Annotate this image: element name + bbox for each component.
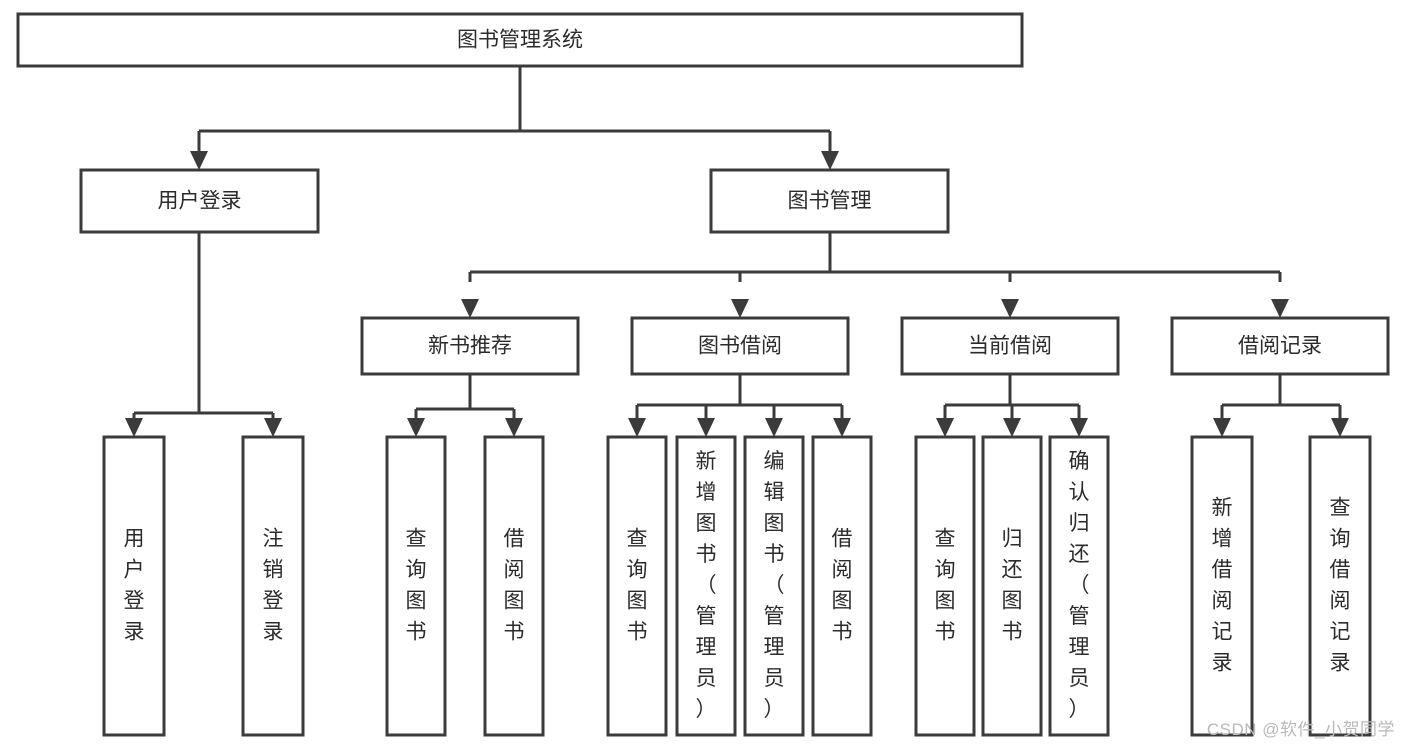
node-leaf-return-book[interactable]: 归还图书 <box>981 435 1043 737</box>
edge-userlogin-bus <box>132 232 275 419</box>
node-new-book-recommend[interactable]: 新书推荐 <box>360 316 580 376</box>
node-layer: 图书管理系统用户登录图书管理新书推荐图书借阅当前借阅借阅记录用户登录注销登录查询… <box>16 12 1390 737</box>
node-box-book-management[interactable] <box>709 168 950 234</box>
node-leaf-add-book-admin[interactable]: 新增图书（管理员） <box>675 435 737 737</box>
node-box-root[interactable] <box>16 12 1024 68</box>
node-box-leaf-query-book-recommend[interactable] <box>385 435 447 737</box>
node-label-leaf-query-book-recommend: 查询图书 <box>406 527 427 643</box>
node-label-leaf-edit-book-admin: 编辑图书（管理员） <box>764 450 785 721</box>
arrow-head-icon <box>1070 418 1088 437</box>
node-leaf-logout-login[interactable]: 注销登录 <box>241 435 305 737</box>
node-label-user-login: 用户登录 <box>158 190 242 213</box>
arrow-head-icon <box>125 418 143 437</box>
arrow-head-icon <box>505 418 523 437</box>
node-leaf-query-book-borrow[interactable]: 查询图书 <box>606 435 668 737</box>
edge-recommend-children <box>414 374 516 419</box>
node-label-leaf-query-borrow-record: 查询借阅记录 <box>1330 496 1351 674</box>
node-box-new-book-recommend[interactable] <box>360 316 580 376</box>
edge-current-children <box>943 374 1081 419</box>
node-label-leaf-add-borrow-record: 新增借阅记录 <box>1212 496 1233 674</box>
node-leaf-query-borrow-record[interactable]: 查询借阅记录 <box>1308 435 1372 737</box>
node-leaf-borrow-book-recommend[interactable]: 借阅图书 <box>483 435 545 737</box>
arrow-head-icon <box>1331 418 1349 437</box>
arrow-head-icon <box>1001 299 1019 318</box>
node-label-root: 图书管理系统 <box>457 29 583 52</box>
node-label-leaf-confirm-return-admin: 确认归还（管理员） <box>1069 450 1090 721</box>
node-leaf-user-login[interactable]: 用户登录 <box>102 435 166 737</box>
node-box-leaf-query-book-borrow[interactable] <box>606 435 668 737</box>
node-label-leaf-logout-login: 注销登录 <box>263 527 284 643</box>
edge-root-bus <box>197 66 832 152</box>
node-box-book-borrow[interactable] <box>630 316 850 376</box>
arrow-head-icon <box>936 418 954 437</box>
node-borrow-record[interactable]: 借阅记录 <box>1170 316 1390 376</box>
node-label-leaf-user-login: 用户登录 <box>124 527 145 643</box>
node-label-leaf-return-book: 归还图书 <box>1002 527 1023 643</box>
node-label-leaf-query-book-current: 查询图书 <box>935 527 956 643</box>
node-box-leaf-confirm-return-admin[interactable] <box>1048 435 1110 737</box>
node-book-borrow[interactable]: 图书借阅 <box>630 316 850 376</box>
node-user-login[interactable]: 用户登录 <box>79 168 320 234</box>
node-box-current-borrow[interactable] <box>900 316 1120 376</box>
node-label-leaf-borrow-book: 借阅图书 <box>832 527 853 643</box>
edge-borrow-children <box>635 374 844 419</box>
node-label-new-book-recommend: 新书推荐 <box>428 335 512 358</box>
arrow-head-icon <box>833 418 851 437</box>
node-leaf-confirm-return-admin[interactable]: 确认归还（管理员） <box>1048 435 1110 737</box>
edge-bookmgmt-bus <box>468 232 1282 282</box>
node-label-borrow-record: 借阅记录 <box>1238 335 1322 358</box>
edge-record-children <box>1220 374 1342 419</box>
node-box-leaf-add-borrow-record[interactable] <box>1190 435 1254 737</box>
node-box-leaf-add-book-admin[interactable] <box>675 435 737 737</box>
node-root[interactable]: 图书管理系统 <box>16 12 1024 68</box>
node-box-leaf-borrow-book[interactable] <box>811 435 873 737</box>
node-book-management[interactable]: 图书管理 <box>709 168 950 234</box>
node-current-borrow[interactable]: 当前借阅 <box>900 316 1120 376</box>
arrow-head-icon <box>1271 299 1289 318</box>
node-box-leaf-query-borrow-record[interactable] <box>1308 435 1372 737</box>
node-leaf-query-book-recommend[interactable]: 查询图书 <box>385 435 447 737</box>
node-label-current-borrow: 当前借阅 <box>968 335 1052 358</box>
arrow-head-icon <box>1003 418 1021 437</box>
node-label-book-borrow: 图书借阅 <box>698 335 782 358</box>
node-box-leaf-borrow-book-recommend[interactable] <box>483 435 545 737</box>
node-leaf-query-book-current[interactable]: 查询图书 <box>914 435 976 737</box>
arrow-head-icon <box>1213 418 1231 437</box>
arrow-head-icon <box>765 418 783 437</box>
connector-layer <box>125 66 1349 437</box>
node-leaf-add-borrow-record[interactable]: 新增借阅记录 <box>1190 435 1254 737</box>
node-box-user-login[interactable] <box>79 168 320 234</box>
node-box-leaf-return-book[interactable] <box>981 435 1043 737</box>
node-label-leaf-add-book-admin: 新增图书（管理员） <box>696 450 717 721</box>
arrow-head-icon <box>407 418 425 437</box>
arrow-head-icon <box>190 151 208 170</box>
node-label-leaf-borrow-book-recommend: 借阅图书 <box>504 527 525 643</box>
node-label-leaf-query-book-borrow: 查询图书 <box>627 527 648 643</box>
node-label-book-management: 图书管理 <box>788 190 872 213</box>
arrow-head-icon <box>264 418 282 437</box>
arrow-head-icon <box>697 418 715 437</box>
arrow-head-icon <box>461 299 479 318</box>
arrow-head-icon <box>731 299 749 318</box>
node-box-leaf-logout-login[interactable] <box>241 435 305 737</box>
csdn-watermark: CSDN @软件_小贺同学 <box>1206 720 1395 739</box>
node-box-leaf-edit-book-admin[interactable] <box>743 435 805 737</box>
node-box-leaf-user-login[interactable] <box>102 435 166 737</box>
node-leaf-edit-book-admin[interactable]: 编辑图书（管理员） <box>743 435 805 737</box>
node-box-leaf-query-book-current[interactable] <box>914 435 976 737</box>
node-box-borrow-record[interactable] <box>1170 316 1390 376</box>
arrow-head-icon <box>628 418 646 437</box>
node-leaf-borrow-book[interactable]: 借阅图书 <box>811 435 873 737</box>
arrow-head-icon <box>821 151 839 170</box>
